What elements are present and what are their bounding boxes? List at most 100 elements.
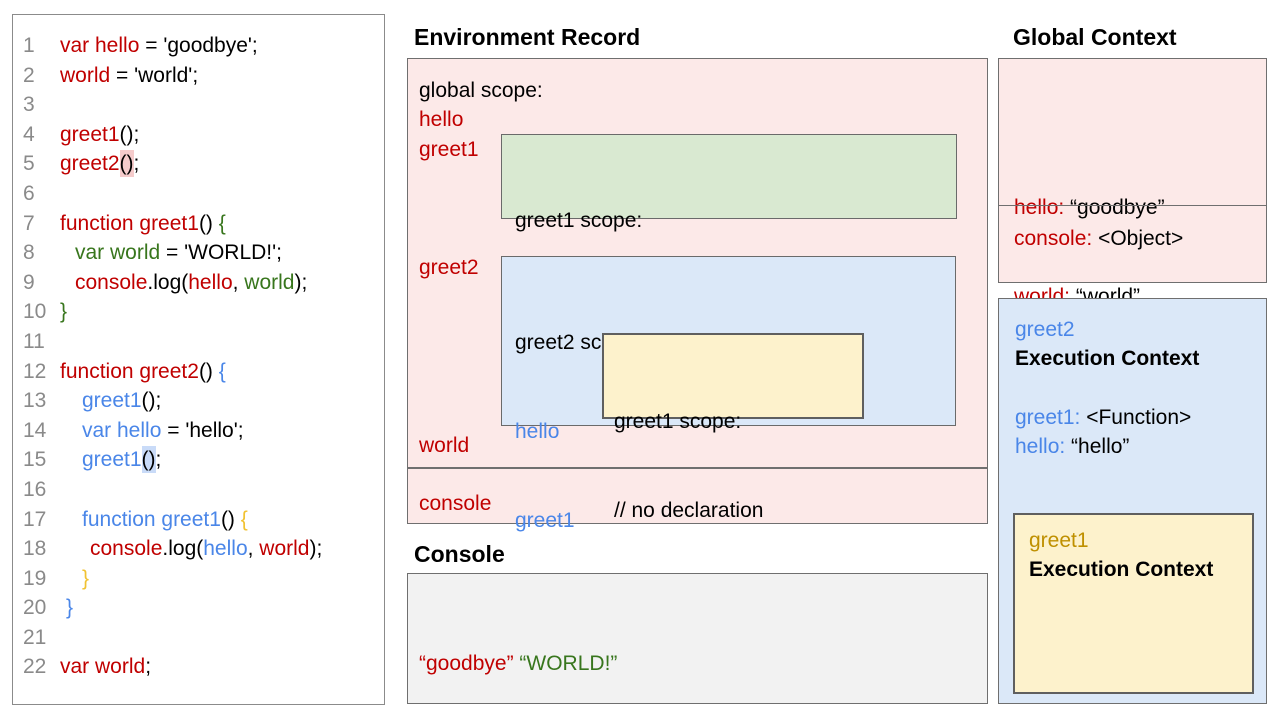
code-text: var world;	[60, 652, 384, 682]
code-text	[60, 475, 384, 505]
token: = 'goodbye';	[139, 34, 258, 57]
token: greet1	[82, 448, 142, 472]
token: hello:	[1014, 196, 1071, 220]
token: ()	[198, 359, 219, 383]
context-row: hello: “hello”	[1015, 432, 1129, 462]
context-row: greet1: <Function>	[1015, 403, 1191, 433]
greet2-scope-box: greet2 scope: hello greet1 greet1 scope:…	[501, 256, 956, 532]
code-text: function greet1() {	[60, 209, 384, 239]
env-record-divider	[408, 467, 987, 469]
token: var hello	[82, 418, 162, 442]
code-line: 6	[23, 179, 384, 209]
line-number: 11	[23, 329, 45, 353]
token: hello	[188, 270, 233, 294]
token: ,	[232, 270, 245, 294]
context-row-console: console: <Object>	[1014, 224, 1183, 254]
code-text: world = 'world';	[60, 61, 384, 91]
line-number: 19	[23, 566, 47, 590]
code-text: }	[60, 297, 384, 327]
code-text: }	[60, 593, 384, 623]
code-text	[60, 90, 384, 120]
code-line: 7 function greet1() {	[23, 209, 384, 239]
token: “goodbye”	[1070, 196, 1165, 220]
token: <Function>	[1086, 406, 1192, 429]
code-text	[60, 623, 384, 653]
code-line: 3	[23, 90, 384, 120]
code-line: 19}	[23, 564, 384, 594]
no-declaration-comment: // no declaration	[614, 498, 764, 522]
line-number: 18	[23, 537, 47, 561]
token: }	[66, 596, 74, 620]
token: );	[294, 270, 308, 294]
token: ;	[145, 655, 152, 679]
token: ();	[119, 122, 140, 146]
token: var world	[75, 241, 161, 265]
code-text: greet2();	[60, 149, 384, 179]
code-text: greet1();	[60, 120, 384, 150]
token: “goodbye”	[419, 652, 514, 676]
token: {	[218, 359, 226, 383]
line-number: 13	[23, 389, 47, 413]
token: world	[259, 537, 310, 561]
token: greet1	[60, 122, 120, 146]
token: = 'world';	[110, 63, 199, 87]
token: greet2	[60, 152, 120, 176]
execution-context-label: Execution Context	[1029, 558, 1214, 581]
code-text: function greet1() {	[60, 505, 384, 535]
code-line: 4 greet1();	[23, 120, 384, 150]
global-var-greet1: greet1	[419, 138, 479, 161]
code-line: 11	[23, 327, 384, 357]
environment-record-box: global scope: hello greet1 greet1 scope:…	[407, 58, 988, 532]
line-number: 10	[23, 300, 47, 324]
execution-context-label: Execution Context	[1015, 347, 1200, 370]
line-number: 20	[23, 596, 47, 620]
code-text: function greet2() {	[60, 357, 384, 387]
code-line: 13 greet1();	[23, 386, 384, 416]
token: “WORLD!”	[519, 652, 618, 676]
token: ;	[155, 448, 162, 472]
global-var-console: console	[419, 492, 492, 515]
token: = 'WORLD!';	[160, 241, 282, 265]
token: .log(	[147, 270, 189, 294]
global-var-greet2: greet2	[419, 256, 479, 279]
token: function greet1	[60, 211, 199, 235]
inner-greet1-scope-box: greet1 scope: // no declaration	[602, 333, 864, 522]
line-number: 6	[23, 181, 35, 205]
token: ()	[220, 507, 241, 531]
token: ();	[141, 389, 162, 413]
token: }	[82, 566, 90, 590]
line-number: 7	[23, 211, 35, 235]
code-text: greet1();	[60, 445, 384, 475]
token: world	[60, 63, 111, 87]
token: ()	[198, 211, 219, 235]
global-var-world: world	[419, 434, 470, 457]
code-text: var world = 'WORLD!';	[60, 238, 384, 268]
code-line: 16	[23, 475, 384, 505]
token: <Object>	[1098, 227, 1184, 250]
token: console	[75, 270, 148, 294]
context-row: hello: “goodbye”	[1014, 193, 1266, 223]
code-text: }	[60, 564, 384, 594]
line-number: 4	[23, 122, 35, 146]
token: greet1	[82, 389, 142, 413]
console-title: Console	[414, 541, 505, 567]
global-context-title: Global Context	[1013, 24, 1177, 50]
greet1-context-name: greet1	[1029, 529, 1089, 552]
environment-record-title: Environment Record	[414, 24, 641, 50]
token: world	[244, 270, 295, 294]
token: function greet1	[82, 507, 221, 531]
greet1-scope-box: greet1 scope: world	[501, 134, 957, 321]
token: var hello	[60, 34, 140, 57]
console-log-line: “goodbye” “WORLD!”	[419, 649, 987, 679]
global-var-hello: hello	[419, 108, 464, 131]
